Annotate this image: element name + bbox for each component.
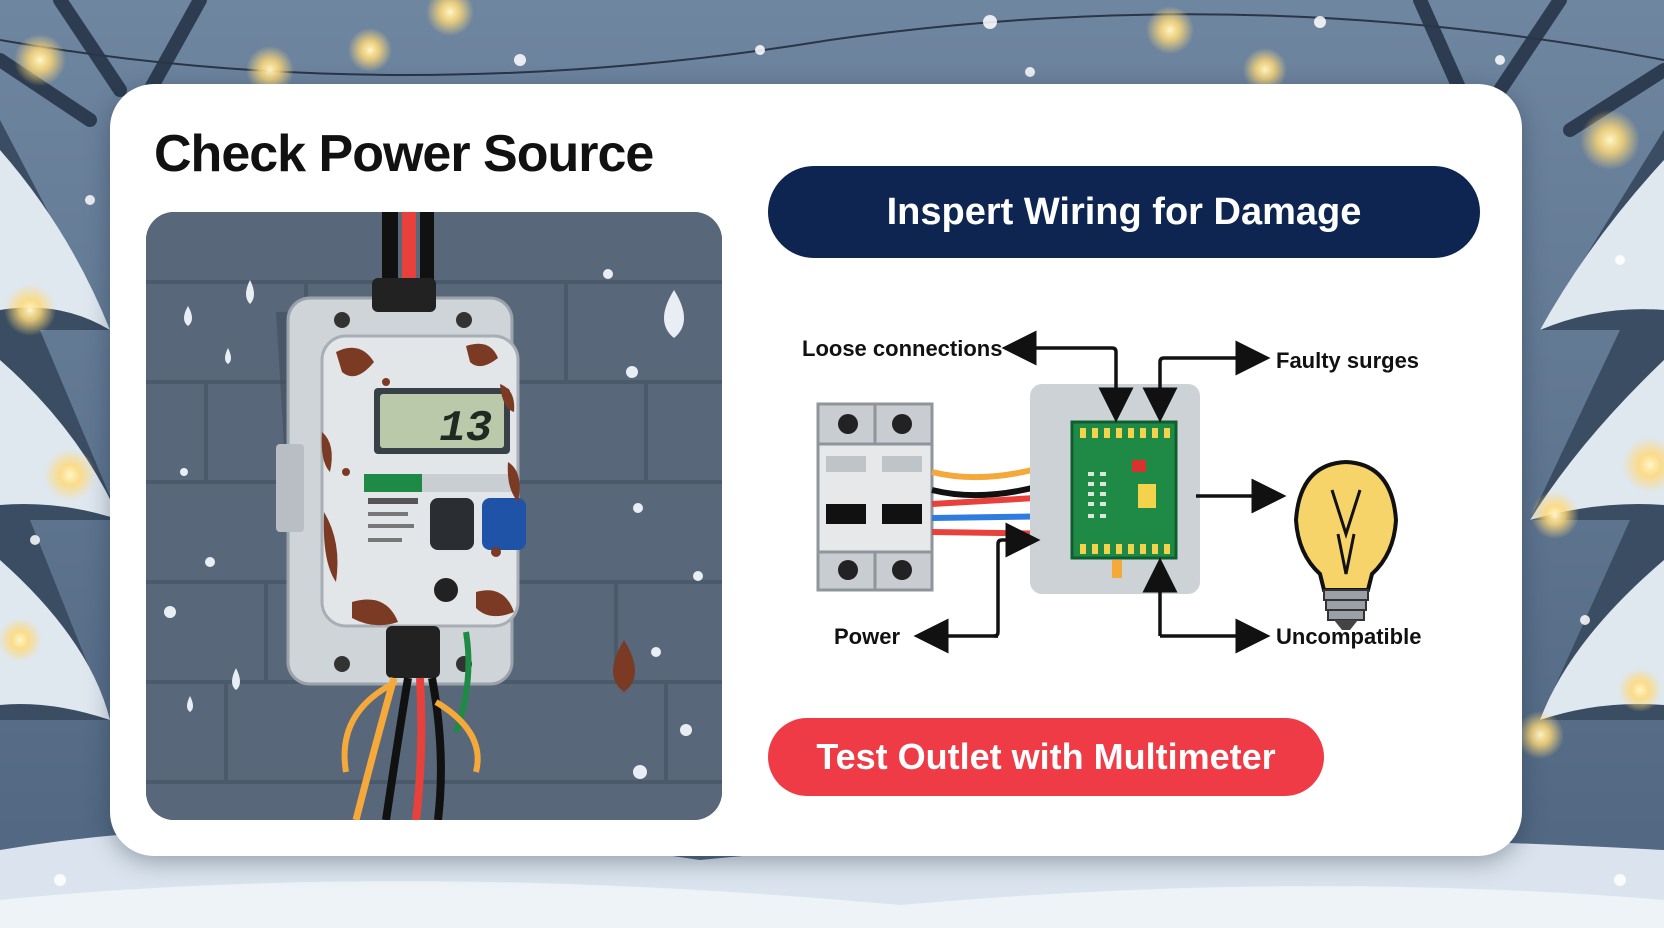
meter-illustration: 13 [146, 212, 722, 820]
label-uncompatible: Uncompatible [1276, 624, 1421, 649]
light-bulb-icon [1293, 459, 1399, 630]
wiring-diagram: Loose connections Faulty surges Power Un… [802, 330, 1421, 654]
label-power: Power [834, 624, 900, 649]
page-title: Check Power Source [154, 125, 654, 183]
label-loose-connections: Loose connections [802, 336, 1002, 361]
meter-display-value: 13 [439, 404, 492, 454]
arrow-icon [913, 330, 1287, 654]
label-faulty-surges: Faulty surges [1276, 348, 1419, 373]
main-card: Check Power Source [110, 84, 1522, 856]
circuit-breaker-icon [816, 402, 934, 592]
snowy-tree-icon [0, 0, 1664, 137]
test-outlet-button[interactable]: Test Outlet with Multimeter [768, 718, 1324, 796]
circuit-board-icon [1070, 420, 1178, 578]
fairy-light-icon [0, 0, 1664, 759]
snowflake-icon [30, 15, 1626, 886]
inspect-wiring-button[interactable]: Inspert Wiring for Damage [768, 166, 1480, 258]
electric-meter-icon: 13 [320, 334, 526, 628]
